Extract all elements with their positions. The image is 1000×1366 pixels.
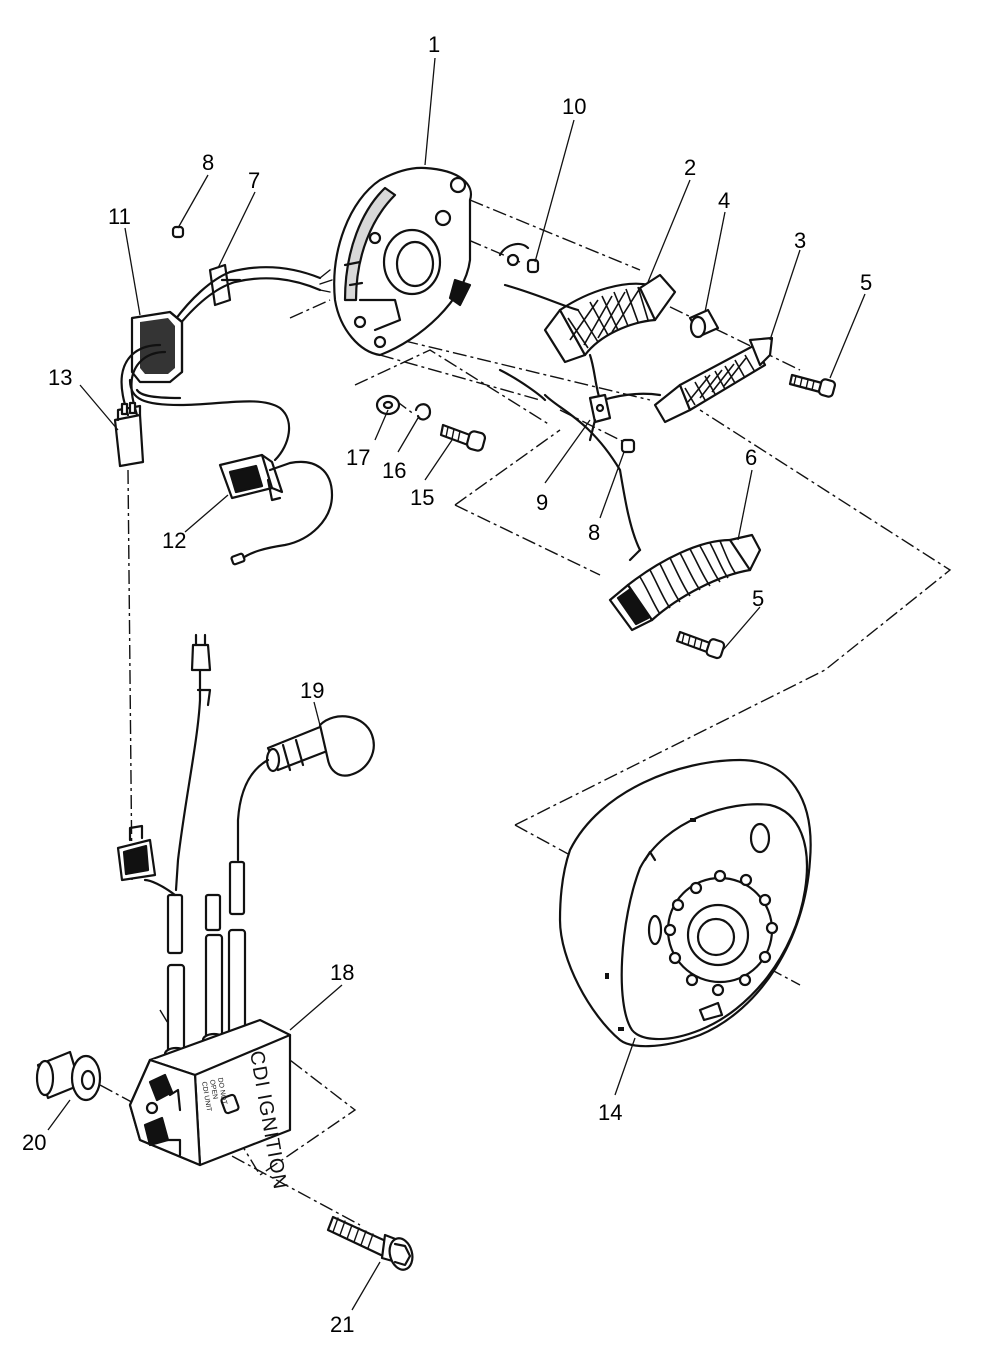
harness-13-axis (127, 469, 133, 881)
screw-5-lower (675, 630, 726, 660)
regulator-12 (218, 453, 334, 566)
flywheel-hub-axis (724, 944, 801, 986)
stator-plate (333, 166, 473, 357)
label-11: 11 (108, 204, 131, 229)
connector-13 (113, 401, 145, 468)
harness-to-12 (128, 378, 291, 462)
bracket-7-axis (289, 299, 331, 319)
screw-8-left (171, 225, 185, 239)
label-3: 3 (794, 228, 806, 253)
cdi-small-text-1: DO NOT (216, 1077, 228, 1106)
screw-15-axis (354, 349, 551, 426)
coil-2-axis (469, 199, 641, 271)
flywheel-bracket-line (514, 409, 952, 826)
label-20: 20 (22, 1130, 46, 1155)
flywheel-14 (558, 758, 812, 1048)
label-9: 9 (536, 490, 548, 515)
label-14: 14 (598, 1100, 622, 1125)
washer-17 (375, 394, 401, 416)
label-5-upper: 5 (860, 270, 872, 295)
main-harness (173, 266, 333, 332)
plate-mount-axis (379, 354, 541, 401)
label-19: 19 (300, 678, 324, 703)
coil-3-axis (379, 334, 651, 401)
label-2: 2 (684, 155, 696, 180)
exciter-coil-2 (543, 273, 677, 364)
terminal-9 (588, 393, 612, 442)
label-8-right: 8 (588, 520, 600, 545)
label-15: 15 (410, 485, 434, 510)
label-12: 12 (162, 528, 186, 553)
label-5-lower: 5 (752, 586, 764, 611)
screw-10 (498, 242, 540, 274)
bolt-21 (326, 1215, 414, 1271)
spacer-4 (688, 308, 720, 339)
label-21: 21 (330, 1312, 354, 1337)
flywheel-axis-left (514, 824, 571, 856)
charge-coil-6 (608, 533, 762, 632)
lighting-coil-3 (653, 336, 774, 424)
bolt-axis-line (159, 1009, 357, 1176)
label-1: 1 (428, 32, 440, 57)
screw-5-upper (788, 373, 837, 398)
leader-lines (47, 57, 866, 1311)
lock-washer-16 (414, 403, 432, 421)
rectifier-11 (120, 310, 184, 417)
screw-8-right (620, 438, 636, 454)
label-18: 18 (330, 960, 354, 985)
spacer-20 (35, 1050, 102, 1102)
spark-plug-cap-19 (236, 715, 375, 862)
cdi-unit-18: CDI IGNITION DO NOT OPEN CDI UNIT (128, 928, 291, 1192)
label-6: 6 (745, 445, 757, 470)
coil-6-bracket-a (454, 429, 561, 506)
label-13: 13 (48, 365, 72, 390)
label-8-left: 8 (202, 150, 214, 175)
label-4: 4 (718, 188, 730, 213)
flywheel-holes (663, 869, 779, 997)
part-number-labels: 1 2 3 4 5 6 7 8 9 10 11 12 13 14 15 16 1… (22, 32, 872, 1337)
label-17: 17 (346, 445, 370, 470)
cdi-wiring (143, 633, 246, 955)
cdi-connector (116, 824, 157, 882)
screw-15 (439, 423, 487, 452)
label-16: 16 (382, 458, 406, 483)
coil-6-bracket-b (454, 504, 601, 576)
label-7: 7 (248, 168, 260, 193)
label-10: 10 (562, 94, 586, 119)
cdi-small-text-2: OPEN (208, 1079, 218, 1100)
